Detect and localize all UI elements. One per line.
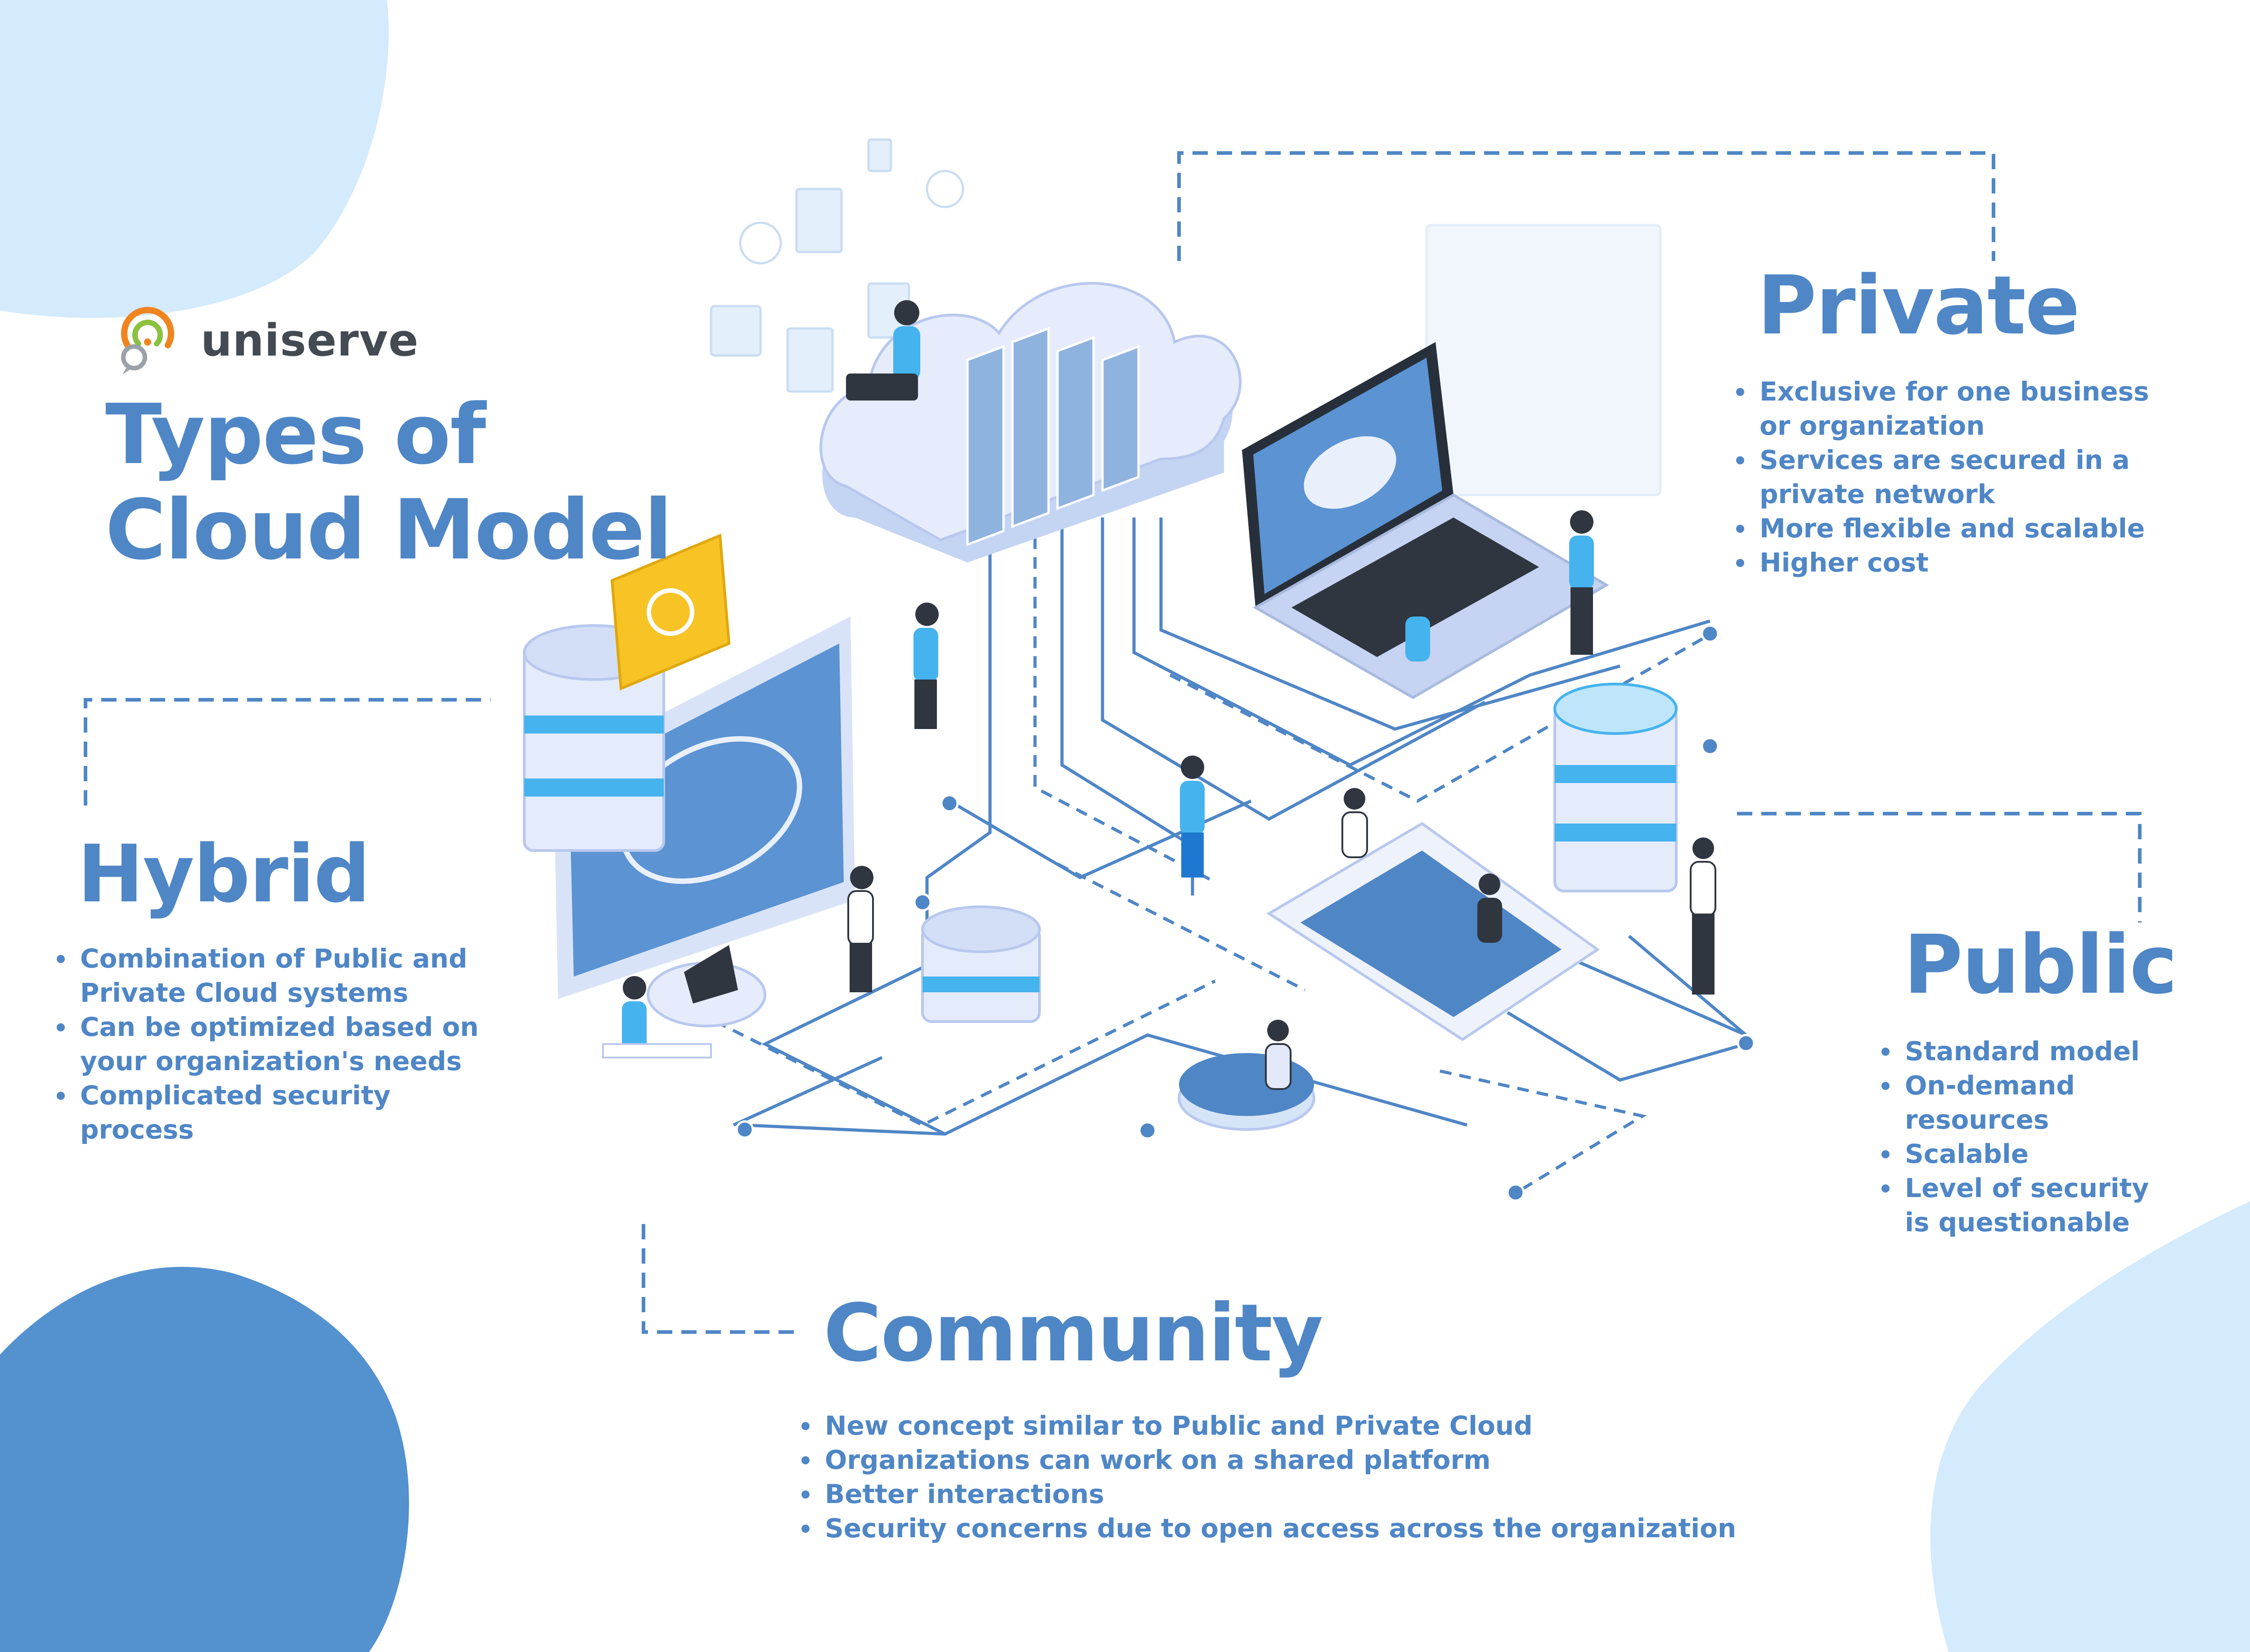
- laptop-icon: [1242, 342, 1609, 699]
- folder-sync-icon: [610, 533, 731, 691]
- bottom-left-blob: [0, 1267, 409, 1652]
- private-bullet: Higher cost: [1736, 545, 2210, 580]
- community-bullet: New concept similar to Public and Privat…: [801, 1409, 1815, 1443]
- top-left-blob: [0, 0, 389, 318]
- community-bracket: [642, 1224, 801, 1334]
- community-bullet: Better interactions: [801, 1477, 1815, 1511]
- brand-logo: uniserve: [103, 302, 419, 379]
- monitor-icon: [554, 617, 855, 1027]
- title-line-1: Types of: [105, 387, 486, 483]
- brand-name: uniserve: [201, 315, 419, 366]
- person-icon: [602, 300, 1716, 1090]
- database-icon: [523, 624, 1678, 1023]
- private-heading: Private: [1757, 259, 2080, 353]
- public-bullet: Scalable: [1881, 1137, 2250, 1171]
- community-bullet: Security concerns due to open access acr…: [801, 1511, 1815, 1545]
- title-line-2: Cloud Model: [105, 482, 672, 578]
- speech-bubbles-logo-icon: [121, 307, 174, 374]
- community-bullets: New concept similar to Public and Privat…: [799, 1409, 1815, 1545]
- public-heading: Public: [1904, 918, 2178, 1012]
- hybrid-heading: Hybrid: [77, 828, 370, 920]
- cloud-server-icon: [819, 282, 1242, 563]
- bottom-right-blob: [1930, 1201, 2250, 1652]
- community-bullet: Organizations can work on a shared platf…: [801, 1443, 1815, 1477]
- public-bracket: [1737, 812, 2142, 923]
- private-bullet: More flexible and scalable: [1736, 511, 2210, 545]
- page-title: Types of Cloud Model: [105, 387, 672, 578]
- smartphone-icon: [1266, 822, 1600, 1041]
- private-bracket: [1177, 151, 1995, 261]
- hybrid-bracket: [84, 698, 490, 806]
- public-bullet: Standard model: [1881, 1034, 2250, 1068]
- community-heading: Community: [824, 1287, 1323, 1379]
